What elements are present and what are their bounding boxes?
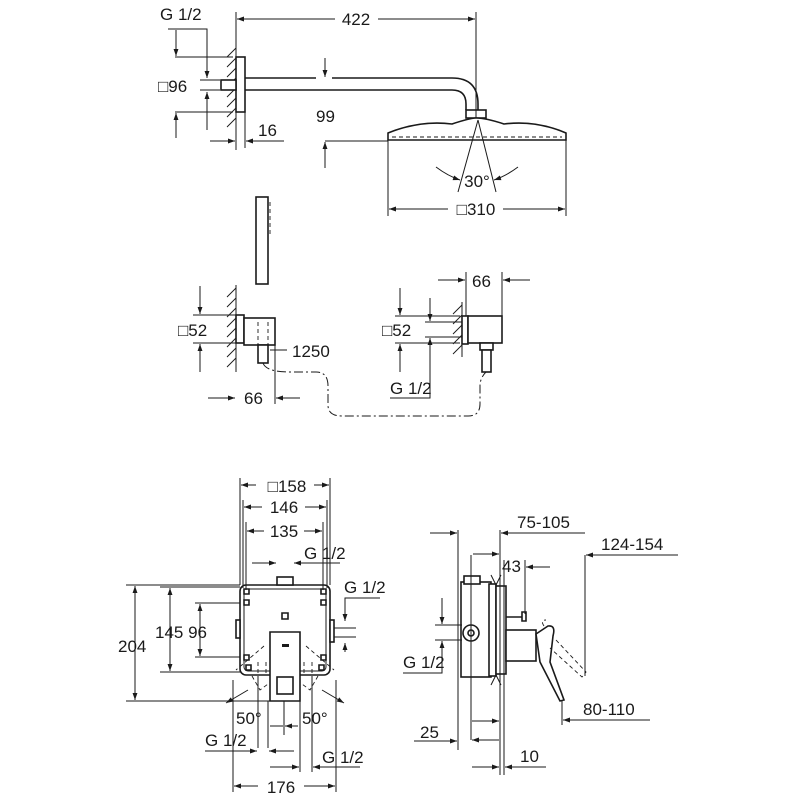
mounting-plate bbox=[488, 583, 497, 677]
bottom-right-thread-label: G 1/2 bbox=[322, 748, 364, 767]
height-ext-lines bbox=[126, 584, 270, 702]
inlet-arrow-bottom bbox=[403, 641, 445, 674]
head-ext-lines bbox=[387, 133, 567, 216]
box-cap bbox=[463, 575, 481, 585]
spray-angle-lines bbox=[457, 119, 497, 193]
width-135-label: 135 bbox=[270, 522, 298, 541]
dim-99-ext bbox=[325, 140, 388, 142]
top-spigot bbox=[276, 576, 294, 586]
hand-shower-assembly: □52 1250 66 bbox=[178, 196, 487, 417]
wall-hatch bbox=[226, 287, 237, 368]
side-thread-label: G 1/2 bbox=[403, 653, 445, 672]
shower-hose bbox=[262, 362, 487, 417]
lever-alt-positions bbox=[541, 619, 587, 678]
dim-ext-verticals bbox=[239, 478, 331, 590]
shower-arm bbox=[245, 77, 479, 110]
box-size-label: □158 bbox=[268, 477, 307, 496]
side-thread-label: G 1/2 bbox=[344, 578, 386, 597]
hose-length-label: 1250 bbox=[292, 342, 330, 361]
holder-body bbox=[243, 317, 276, 346]
dim-310-label: □310 bbox=[457, 200, 496, 219]
dim-422-label: 422 bbox=[342, 10, 370, 29]
dim-99-label: 99 bbox=[316, 107, 335, 126]
angle-right-label: 50° bbox=[302, 709, 328, 728]
holder-hidden bbox=[257, 322, 269, 345]
head-thread-label: G 1/2 bbox=[160, 5, 202, 24]
valve-cartridge bbox=[505, 629, 537, 662]
bottom-left-thread-label: G 1/2 bbox=[205, 731, 247, 750]
outlet-hose bbox=[481, 349, 492, 373]
spray-angle-label: 30° bbox=[464, 172, 490, 191]
height-204-label: 204 bbox=[118, 637, 146, 656]
outlet-ext-lines bbox=[465, 272, 503, 316]
angle-left-label: 50° bbox=[236, 709, 262, 728]
bottom-ext-lines bbox=[232, 676, 337, 792]
lever-range-label: 80-110 bbox=[583, 700, 635, 719]
outlet-thread-label: G 1/2 bbox=[390, 379, 432, 398]
hidden-lines bbox=[235, 645, 335, 691]
outlet-body bbox=[467, 315, 503, 344]
stop-screw bbox=[506, 611, 527, 622]
wall-flange bbox=[235, 56, 246, 113]
width-146-label: 146 bbox=[270, 498, 298, 517]
nipple bbox=[220, 79, 237, 91]
depth-43-label: 43 bbox=[502, 557, 521, 576]
outlet-projection-label: 66 bbox=[472, 272, 491, 291]
lever-handle bbox=[535, 625, 566, 702]
holder-plate bbox=[235, 314, 245, 344]
angle-arrow-left bbox=[225, 689, 249, 704]
inlet-ext-lines bbox=[435, 624, 462, 641]
depth-25-label: 25 bbox=[420, 723, 439, 742]
spray-angle-arc-right bbox=[493, 166, 519, 181]
spray-angle-arc-left bbox=[435, 166, 461, 181]
depth-10-label: 10 bbox=[520, 747, 539, 766]
outlet-nut bbox=[479, 342, 494, 351]
side-thread-leader bbox=[342, 597, 380, 621]
outlet-flange bbox=[461, 315, 469, 345]
box-screws bbox=[243, 588, 327, 671]
trim-window bbox=[276, 676, 294, 695]
holder-size-label: □52 bbox=[178, 321, 207, 340]
thread-arrow-bottom bbox=[390, 338, 433, 399]
trim-logo bbox=[282, 644, 289, 647]
flange-ext-lines bbox=[175, 56, 233, 113]
valve-front-view: □158 146 135 G 1/2 G 1/2 204 145 96 50° … bbox=[118, 477, 386, 797]
hose-stub bbox=[257, 344, 269, 364]
top-thread-label: G 1/2 bbox=[304, 544, 346, 563]
head-shower-assembly: 422 G 1/2 □96 16 99 30° □310 bbox=[158, 5, 567, 219]
height-145-96-label: 145 96 bbox=[155, 623, 207, 642]
side-port-left bbox=[235, 619, 241, 639]
flange-size-label: □96 bbox=[158, 77, 187, 96]
outlet-size-label: □52 bbox=[382, 321, 411, 340]
head-thread-leader bbox=[168, 28, 210, 78]
wall-outlet-assembly: 66 □52 G 1/2 bbox=[382, 272, 530, 399]
plate-marks bbox=[490, 574, 502, 686]
outlet-size-ext bbox=[395, 315, 460, 344]
depth-124-154-label: 124-154 bbox=[601, 535, 663, 554]
valve-side-view: 75-105 124-154 43 G 1/2 80-110 25 10 bbox=[403, 513, 678, 775]
holder-ext-lines bbox=[193, 314, 236, 344]
supply-pipe bbox=[425, 321, 462, 338]
dim-66-label: 66 bbox=[244, 389, 263, 408]
hand-shower bbox=[255, 196, 269, 285]
side-port-right bbox=[329, 619, 335, 643]
dim-16-label: 16 bbox=[258, 121, 277, 140]
width-176-label: 176 bbox=[267, 778, 295, 797]
wall-hatch bbox=[452, 304, 463, 355]
angle-arrow-right bbox=[321, 689, 345, 704]
side-thread-lower bbox=[334, 627, 356, 652]
shower-head bbox=[387, 117, 567, 141]
depth-75-105-label: 75-105 bbox=[517, 513, 570, 532]
